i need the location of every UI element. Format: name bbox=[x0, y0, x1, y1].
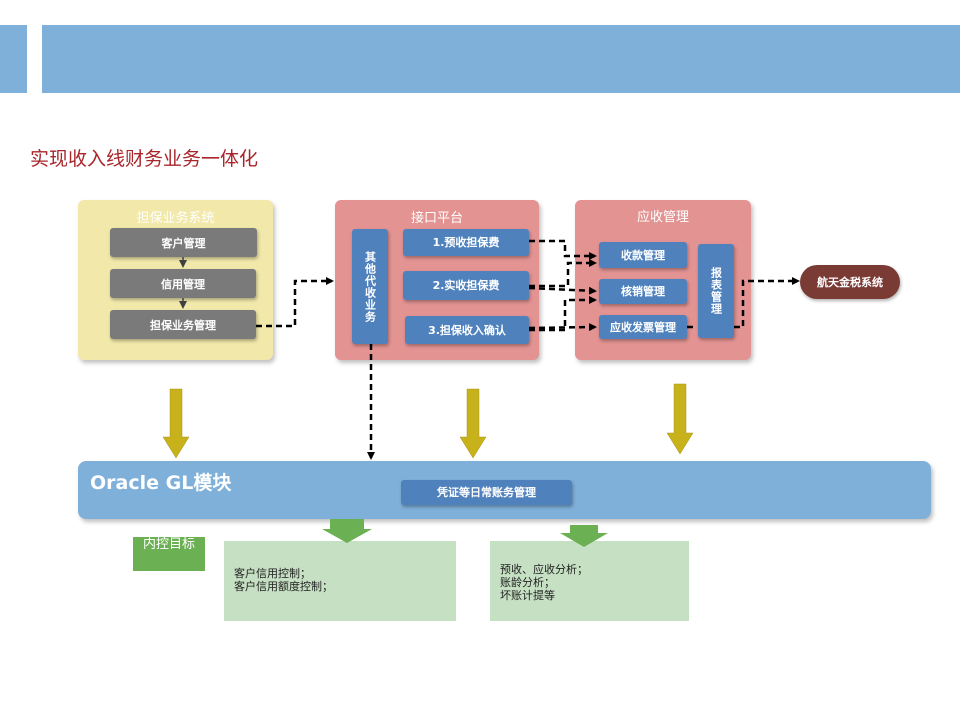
prepaid-fee-box[interactable]: 1.预收担保费 bbox=[403, 229, 529, 256]
control-target-line: 客户信用额度控制； bbox=[234, 580, 333, 593]
header-bar bbox=[42, 25, 960, 93]
control-target-line: 账龄分析； bbox=[500, 576, 555, 589]
gold-arrow-platform bbox=[459, 388, 487, 459]
collection-management-box[interactable]: 收款管理 bbox=[599, 242, 687, 268]
report-management-box[interactable]: 报表管理 bbox=[698, 244, 734, 338]
control-target-right: 预收、应收分析； 账龄分析； 坏账计提等 bbox=[490, 541, 689, 621]
connector-paid-to-writeoff bbox=[528, 286, 597, 295]
receivables-title: 应收管理 bbox=[636, 210, 689, 225]
connector-business-to-platform bbox=[256, 277, 334, 328]
connector-prepaid-to-collection bbox=[529, 239, 597, 260]
guarantee-system-title: 担保业务系统 bbox=[136, 211, 215, 226]
tax-system-node[interactable]: 航天金税系统 bbox=[800, 265, 900, 299]
control-target-line: 坏账计提等 bbox=[500, 589, 555, 602]
interface-platform-title: 接口平台 bbox=[410, 211, 463, 226]
control-target-left: 客户信用控制； 客户信用额度控制； bbox=[224, 541, 456, 621]
invoice-management-box[interactable]: 应收发票管理 bbox=[599, 315, 687, 339]
guarantee-business-management-box[interactable]: 担保业务管理 bbox=[110, 310, 256, 339]
gold-arrow-receivables bbox=[666, 383, 694, 455]
slide-title: 实现收入线财务业务一体化 bbox=[30, 148, 259, 170]
credit-management-box[interactable]: 信用管理 bbox=[110, 269, 256, 298]
connector-confirm-to-invoice bbox=[528, 323, 597, 332]
green-arrow-left bbox=[322, 519, 372, 543]
oracle-gl-title: Oracle GL模块 bbox=[90, 472, 232, 494]
other-business-box[interactable]: 其他代收业务 bbox=[352, 229, 388, 344]
header-accent-bar bbox=[0, 25, 27, 93]
control-target-line: 预收、应收分析； bbox=[500, 563, 588, 576]
revenue-confirmation-box[interactable]: 3.担保收入确认 bbox=[405, 316, 529, 344]
voucher-management-box[interactable]: 凭证等日常账务管理 bbox=[401, 480, 572, 505]
internal-control-tag: 内控目标 bbox=[133, 537, 205, 571]
green-arrow-right bbox=[560, 525, 608, 547]
write-off-management-box[interactable]: 核销管理 bbox=[599, 279, 687, 304]
connector-confirm-to-writeoff bbox=[529, 296, 597, 332]
connector-report-to-tax bbox=[734, 277, 800, 329]
paid-fee-box[interactable]: 2.实收担保费 bbox=[403, 271, 529, 300]
gold-arrow-guarantee bbox=[162, 388, 190, 459]
control-target-line: 客户信用控制； bbox=[234, 567, 311, 580]
customer-management-box[interactable]: 客户管理 bbox=[110, 228, 257, 257]
connector-paid-to-collection bbox=[529, 259, 597, 288]
